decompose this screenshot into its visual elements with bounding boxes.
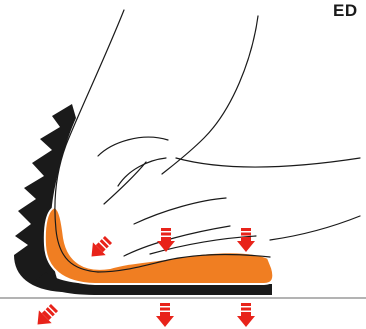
arrow-down-icon: [237, 303, 255, 327]
arrow-down-icon: [156, 303, 174, 327]
foot-outline: [55, 10, 360, 272]
arrow-down-left-icon: [85, 233, 115, 263]
arrow-down-left-icon: [31, 301, 61, 329]
insole-cushion: [45, 207, 273, 284]
arrow-down-icon: [237, 228, 255, 252]
